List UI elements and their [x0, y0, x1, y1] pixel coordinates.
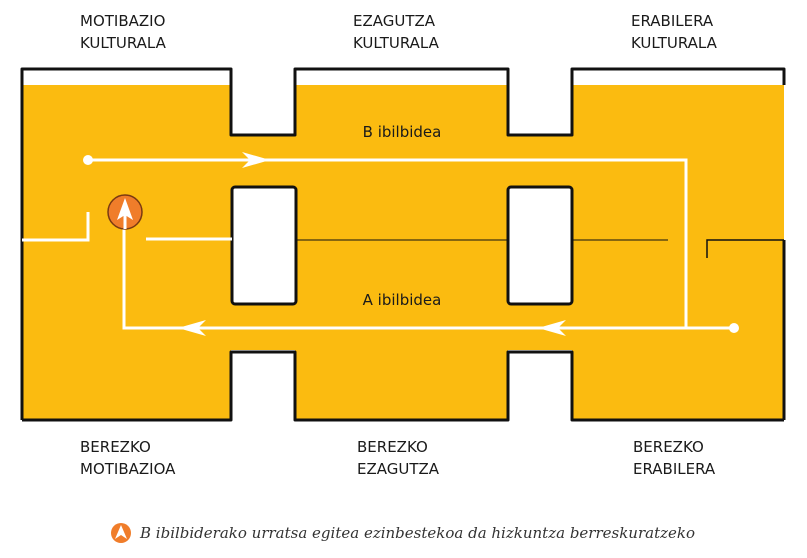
label-motibazio-kulturala: MOTIBAZIO KULTURALA	[80, 12, 166, 52]
blocks-outline	[20, 67, 786, 420]
a-path-line	[122, 218, 734, 330]
label-erabilera-kulturala: ERABILERA KULTURALA	[631, 12, 717, 52]
a-path-arrowhead-2	[178, 320, 206, 336]
footnote-text: B ibilbiderako urratsa egitea ezinbestek…	[140, 524, 695, 542]
blocks-outline-bottom	[22, 350, 784, 422]
label-ezagutza-kulturala: EZAGUTZA KULTURALA	[353, 12, 439, 52]
label-berezko-erabilera: BEREZKO ERABILERA	[633, 438, 716, 478]
b-path-arrowhead	[242, 152, 270, 168]
right-entry	[706, 239, 784, 258]
a-path-label: A ibilbidea	[363, 291, 442, 309]
label-berezko-motibazioa: BEREZKO MOTIBAZIOA	[80, 438, 176, 478]
b-path-label: B ibilbidea	[363, 123, 442, 141]
b-path-line	[88, 158, 688, 328]
blocks-shape	[22, 85, 784, 420]
footnote: B ibilbiderako urratsa egitea ezinbestek…	[110, 522, 695, 544]
marker-icon	[107, 194, 143, 230]
left-entry	[22, 212, 90, 242]
marker-icon-legend	[111, 523, 131, 543]
window-right	[506, 185, 574, 306]
a-path-arrowhead-1	[538, 320, 566, 336]
window-left	[230, 185, 298, 306]
label-berezko-ezagutza: BEREZKO EZAGUTZA	[357, 438, 440, 478]
